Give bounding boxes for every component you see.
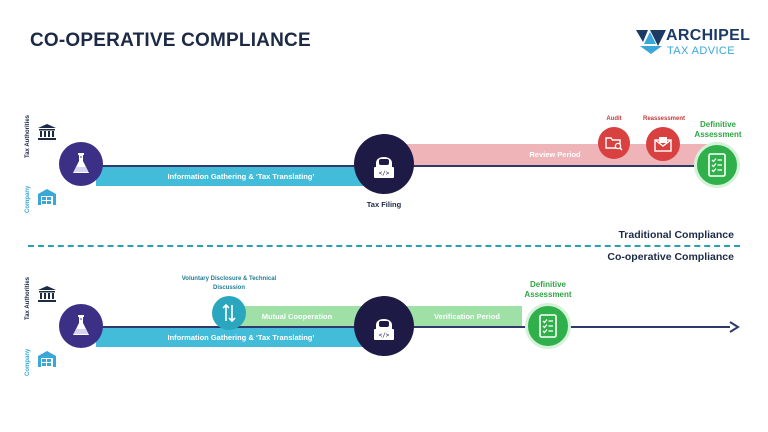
hacker-laptop-icon: </>: [374, 157, 394, 178]
cooperative-compliance-label: Co-operative Compliance: [607, 251, 734, 263]
band-information-gathering-label: Information Gathering & ‘Tax Translating…: [167, 172, 315, 181]
logo-subtitle: TAX ADVICE: [667, 45, 735, 57]
audit-label: Audit: [606, 116, 622, 122]
definitive-assessment-label-coop: Definitive Assessment: [524, 280, 572, 299]
logo-name: ARCHIPEL: [666, 27, 751, 44]
building-icon: [38, 124, 56, 140]
band-review-period: [390, 144, 720, 165]
reassessment-node: [646, 127, 680, 161]
side-label-company-coop: Company: [25, 348, 31, 376]
start-node: [59, 142, 103, 186]
warehouse-icon: [38, 189, 56, 205]
checklist-icon: [539, 314, 557, 338]
flask-icon: [73, 315, 89, 335]
voluntary-disclosure-node: [212, 296, 246, 330]
voluntary-disclosure-label: Voluntary Disclosure & Technical Discuss…: [181, 276, 277, 291]
hacker-laptop-icon: </>: [374, 319, 394, 340]
logo-mark-icon: [636, 28, 666, 54]
envelope-icon: [654, 137, 672, 152]
band-verification-period-label: Verification Period: [434, 312, 500, 321]
svg-text:</>: </>: [379, 170, 390, 177]
logo: ARCHIPEL TAX ADVICE: [636, 26, 750, 60]
band-mutual-cooperation-label: Mutual Cooperation: [261, 312, 333, 321]
tax-filing-node-coop: </>: [354, 296, 414, 356]
folder-search-icon: [605, 137, 623, 151]
side-label-company: Company: [25, 185, 31, 213]
warehouse-icon: [38, 351, 56, 367]
section-divider: [28, 245, 740, 247]
flask-icon: [73, 153, 89, 173]
start-node-coop: [59, 304, 103, 348]
audit-node: [598, 127, 630, 159]
tax-filing-node: </>: [354, 134, 414, 194]
traditional-compliance-label: Traditional Compliance: [618, 229, 734, 241]
definitive-assessment-node-traditional: [694, 142, 740, 188]
band-information-gathering-coop-label: Information Gathering & ‘Tax Translating…: [167, 333, 315, 342]
definitive-assessment-node-coop: [525, 303, 571, 349]
arrow-head-icon: [728, 321, 740, 333]
building-icon: [38, 286, 56, 302]
side-label-tax-authorities-coop: Tax Authorities: [25, 276, 31, 320]
reassessment-label: Reassessment: [642, 116, 686, 122]
side-label-tax-authorities: Tax Authorities: [25, 114, 31, 158]
svg-text:</>: </>: [379, 332, 390, 339]
checklist-icon: [708, 153, 726, 177]
band-review-period-label: Review Period: [529, 150, 581, 159]
arrows-updown-icon: [222, 303, 236, 323]
band-information-gathering-coop: [96, 327, 386, 347]
page-title: CO-OPERATIVE COMPLIANCE: [30, 30, 311, 51]
band-information-gathering: [96, 166, 386, 186]
tax-filing-label: Tax Filing: [366, 200, 402, 209]
definitive-assessment-label-traditional: Definitive Assessment: [694, 120, 742, 139]
